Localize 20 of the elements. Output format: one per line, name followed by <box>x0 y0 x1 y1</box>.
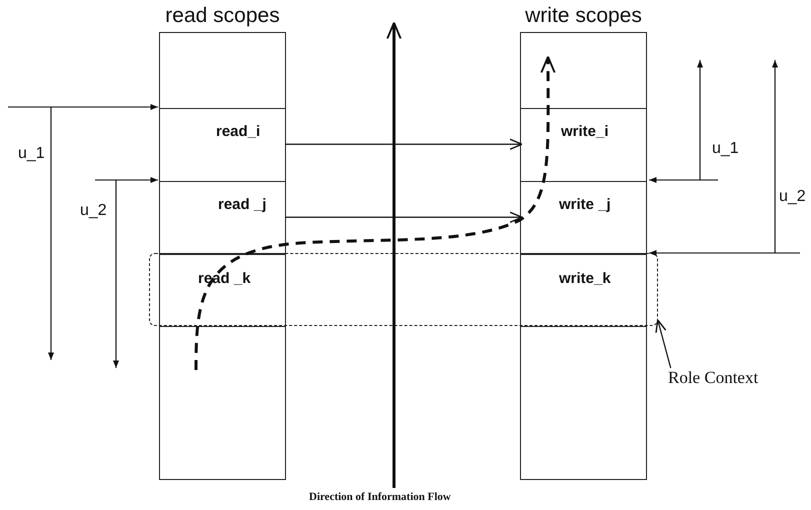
scope-label: write _j <box>559 196 611 213</box>
scope-label: read _j <box>218 196 266 213</box>
caption-text: Direction of Information Flow <box>309 491 451 503</box>
leader-line <box>655 319 672 368</box>
scope-cell <box>160 253 285 327</box>
scope-label: write_k <box>559 270 611 287</box>
range-label: u_2 <box>80 202 107 220</box>
arrow <box>285 212 523 223</box>
scope-label: write_i <box>561 123 609 140</box>
scope-label: read _k <box>198 270 251 287</box>
range-label: u_1 <box>712 140 739 158</box>
dashed-outline <box>149 253 658 326</box>
column-heading: read scopes <box>165 4 280 28</box>
scope-label: read_i <box>216 123 260 140</box>
column-heading: write scopes <box>525 4 642 28</box>
arrow <box>285 138 523 150</box>
range-label: u_2 <box>779 188 806 206</box>
range-label: u_1 <box>18 145 45 163</box>
callout-text: Role Context <box>668 368 758 388</box>
scope-cell <box>521 253 646 327</box>
